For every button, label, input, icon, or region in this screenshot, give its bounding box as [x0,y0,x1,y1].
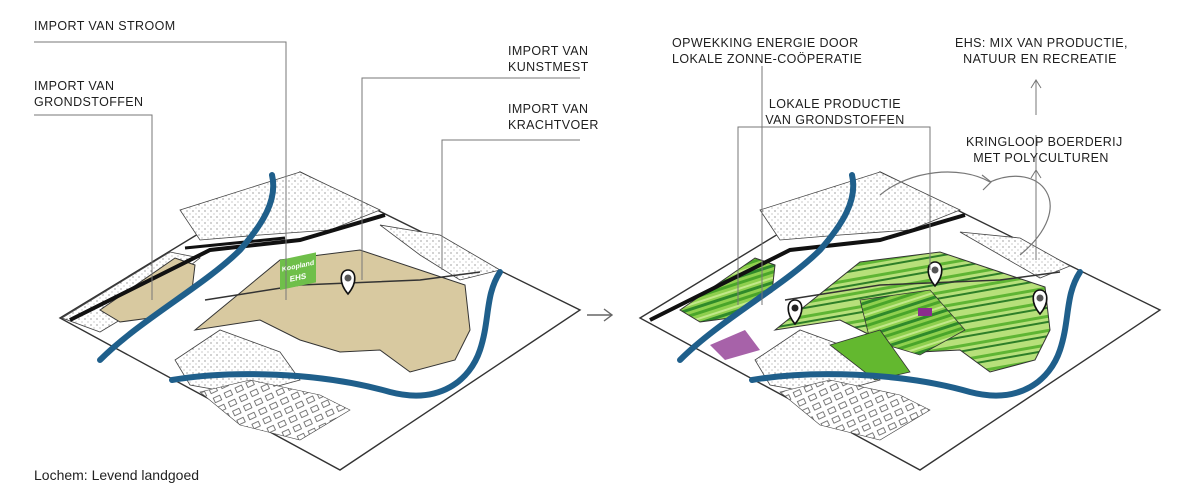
left-road-2 [184,236,286,250]
label-line: IMPORT VAN [508,102,589,116]
left-leader-lines [34,41,580,300]
left-woodland-south [174,329,301,396]
ehs-sign-line2: EHS [290,271,307,284]
left-river [97,172,277,363]
label-line: IMPORT VAN [34,79,115,93]
label-line: LOKALE PRODUCTIE [768,97,902,111]
right-road [649,213,966,322]
circular-arrow-icon [879,171,1051,256]
right-river-south [749,269,1083,399]
right-map [638,171,1162,471]
ehs-sign: Koopland EHS [280,252,316,290]
label-kringloop: KRINGLOOP BOERDERIJ MET POLYCULTUREN [966,134,1123,166]
left-river-south [169,269,503,399]
label-import-grondstoffen: IMPORT VAN GRONDSTOFFEN [34,78,143,110]
right-leader-lines [737,66,1042,305]
pin-icon [340,269,356,296]
right-woodland-south [754,329,881,396]
label-line: KUNSTMEST [508,60,589,74]
left-map: Koopland EHS [58,171,582,471]
pin-icon [787,299,803,326]
left-woodland-east [379,224,502,281]
label-ehs-mix: EHS: MIX VAN PRODUCTIE, NATUUR EN RECREA… [955,35,1128,67]
label-line: GRONDSTOFFEN [34,95,144,109]
arrow-right-icon [587,308,614,322]
figure-caption: Lochem: Levend landgoed [34,467,200,483]
label-line: KRACHTVOER [508,118,599,132]
label-import-krachtvoer: IMPORT VAN KRACHTVOER [508,101,599,133]
label-opwekking-energie: OPWEKKING ENERGIE DOOR LOKALE ZONNE-COÖP… [672,35,863,67]
label-import-stroom: IMPORT VAN STROOM [34,18,176,34]
label-import-kunstmest: IMPORT VAN KUNSTMEST [508,43,589,75]
label-import-stroom-text: IMPORT VAN STROOM [34,19,176,33]
label-line: NATUUR EN RECREATIE [963,52,1117,66]
label-lokale-productie: LOKALE PRODUCTIE VAN GRONDSTOFFEN [760,96,910,128]
label-line: MET POLYCULTUREN [973,151,1109,165]
solar-patch [918,308,932,316]
label-line: KRINGLOOP BOERDERIJ [966,135,1123,149]
right-road-2 [784,271,1061,301]
label-line: OPWEKKING ENERGIE DOOR [672,36,859,50]
left-town [199,379,351,441]
right-field-south [829,329,911,381]
left-road-3 [204,271,481,301]
right-town [779,379,931,441]
right-river [677,172,857,363]
label-line: VAN GRONDSTOFFEN [765,113,905,127]
label-line: IMPORT VAN [508,44,589,58]
label-line: LOKALE ZONNE-COÖPERATIE [672,52,863,66]
left-road [69,213,386,322]
label-line: EHS: MIX VAN PRODUCTIE, [955,36,1128,50]
solar-field [710,330,760,360]
pin-icon [927,261,943,288]
pin-icon [1032,289,1048,316]
